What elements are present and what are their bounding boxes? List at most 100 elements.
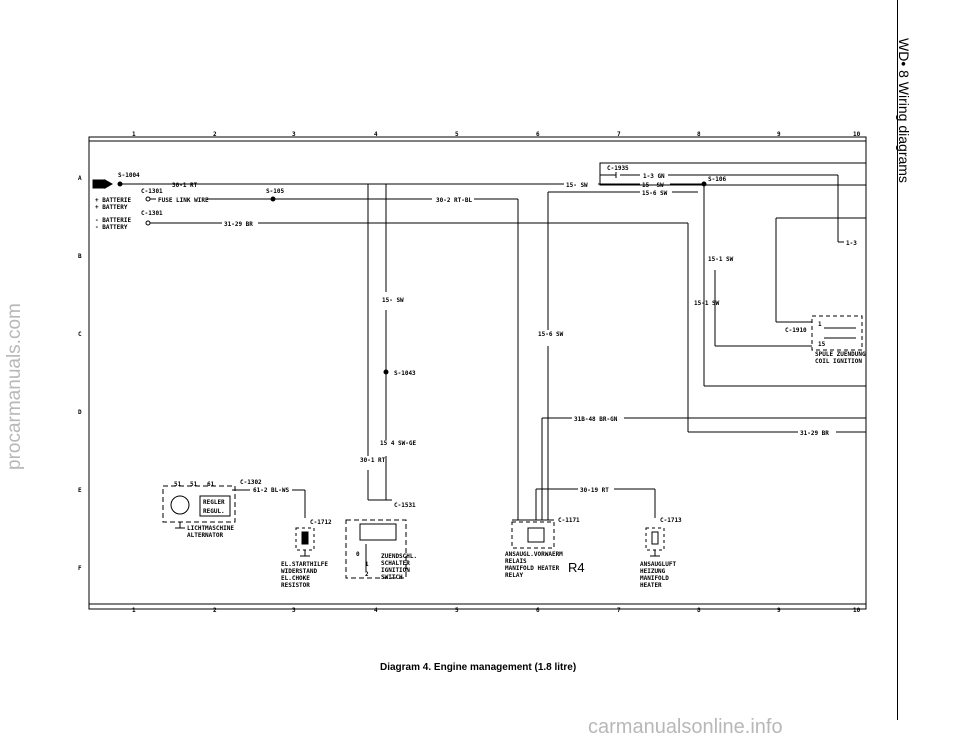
- wire-30-2-rtbl: 30-2 RT-BL: [436, 197, 473, 204]
- battery-plus-en: + BATTERY: [95, 204, 128, 211]
- wire-30-1-rt-vertical: 30-1 RT: [360, 457, 386, 464]
- relay-label-1: ANSAUGL.VORWAERM: [505, 551, 563, 558]
- coil-label-de: SPULE ZUENDUNG: [815, 351, 866, 358]
- choke-label-3: EL.CHOKE: [281, 575, 310, 582]
- wire-15-1-sw-b: 15-1 SW: [694, 300, 720, 307]
- col-label: 9: [777, 607, 781, 614]
- diagram-frame: [88, 136, 867, 610]
- grid-column-labels: 1 2 3 4 5 6 7 8 9 10 1 2 3 4 5 6 7 8 9 1…: [132, 131, 861, 614]
- relay-id-label: R4: [568, 560, 585, 575]
- heater-label-2: HEIZUNG: [640, 568, 666, 575]
- battery-minus-en: - BATTERY: [95, 224, 128, 231]
- col-label: 3: [292, 607, 296, 614]
- wire-15-6-sw: 15-6 SW: [642, 190, 668, 197]
- wire-31b-48-brgn: 31B-48 BR-GN: [574, 416, 618, 423]
- relay-label-2: RELAIS: [505, 558, 527, 565]
- choke-label-4: RESISTOR: [281, 582, 310, 589]
- alternator-icon: [170, 495, 190, 515]
- battery-minus-de: - BATTERIE: [95, 217, 132, 224]
- wire-15-sw: 15- SW: [566, 182, 588, 189]
- wire-15-sw-b: 15- SW: [642, 182, 664, 189]
- wire-31-29-br: 31-29 BR: [224, 221, 253, 228]
- ignition-switch-icon: [345, 519, 407, 579]
- col-label: 9: [777, 131, 781, 138]
- row-label: B: [78, 253, 82, 260]
- s1004-label: S-1004: [118, 172, 140, 179]
- c1301a-label: C-1301: [141, 188, 163, 195]
- c1531-label: C-1531: [394, 502, 416, 509]
- choke-label-2: WIDERSTAND: [281, 568, 318, 575]
- wire-15-1-sw-a: 15-1 SW: [708, 256, 734, 263]
- col-label: 7: [617, 607, 621, 614]
- wire-61-2-blws: 61-2 BL-WS: [253, 487, 290, 494]
- c1910-label: C-1910: [785, 327, 807, 334]
- wire-15-4-swge: 15 4 SW-GE: [380, 440, 417, 447]
- wire-1-3-gn: 1-3 GN: [643, 173, 665, 180]
- alt-terminal-51a: 51: [174, 481, 182, 488]
- col-label: 8: [697, 607, 701, 614]
- col-label: 1: [132, 131, 136, 138]
- regulator-label-en: REGUL.: [203, 508, 225, 515]
- alternator-label-de: LICHTMASCHINE: [187, 525, 234, 532]
- coil-label-en: COIL IGNITION: [815, 358, 862, 365]
- row-label: F: [78, 565, 82, 572]
- col-label: 8: [697, 131, 701, 138]
- grid-row-labels: A B C D E F: [78, 175, 82, 572]
- switch-label-3: IGNITION: [381, 567, 410, 574]
- heater-label-3: MANIFOLD: [640, 575, 669, 582]
- wire-30-1-rt: 30-1 RT: [172, 182, 198, 189]
- col-label: 10: [853, 607, 861, 614]
- alt-terminal-51b: 51: [190, 481, 198, 488]
- c1302-label: C-1302: [240, 479, 262, 486]
- alternator-box: [162, 485, 236, 523]
- col-label: 3: [292, 131, 296, 138]
- row-label: E: [78, 487, 82, 494]
- row-label: D: [78, 409, 82, 416]
- col-label: 4: [374, 607, 378, 614]
- col-label: 1: [132, 607, 136, 614]
- watermark-bottom: carmanualsonline.info: [588, 716, 783, 738]
- c1301b-label: C-1301: [141, 210, 163, 217]
- wire-30-19-rt: 30-19 RT: [580, 487, 609, 494]
- battery-arrow-icon: [92, 179, 114, 189]
- switch-pos-1: 1: [365, 561, 369, 568]
- col-label: 7: [617, 131, 621, 138]
- col-label: 5: [455, 607, 459, 614]
- coil-terminal-1: 1: [818, 321, 822, 328]
- wire-1-3: 1-3: [846, 240, 857, 247]
- switch-pos-0: 0: [356, 551, 360, 558]
- col-label: 6: [536, 607, 540, 614]
- c1712-label: C-1712: [310, 519, 332, 526]
- relay-label-3: MANIFOLD HEATER: [505, 565, 560, 572]
- heater-label-1: ANSAUGLUFT: [640, 561, 677, 568]
- coil-terminal-15: 15: [818, 341, 826, 348]
- battery-plus-de: + BATTERIE: [95, 197, 132, 204]
- alt-terminal-61: 61: [207, 481, 215, 488]
- wire-15-6-sw-vertical: 15-6 SW: [538, 331, 564, 338]
- c1713-label: C-1713: [660, 517, 682, 524]
- s1043-label: S-1043: [394, 370, 416, 377]
- s106-label: S-106: [708, 176, 726, 183]
- fuse-link-label: FUSE LINK WIRE: [158, 197, 209, 204]
- col-label: 2: [213, 607, 217, 614]
- alternator-label-en: ALTERNATOR: [187, 532, 224, 539]
- row-label: A: [78, 175, 82, 182]
- s105-label: S-105: [266, 188, 284, 195]
- choke-label-1: EL.STARTHILFE: [281, 561, 328, 568]
- relay-icon: [511, 521, 555, 549]
- c1935-label: C-1935: [607, 165, 629, 172]
- wire-31-29-br-right: 31-29 BR: [800, 430, 829, 437]
- switch-label-1: ZUENDSCHL.: [381, 553, 417, 560]
- regulator-label-de: REGLER: [203, 499, 225, 506]
- col-label: 6: [536, 131, 540, 138]
- col-label: 10: [853, 131, 861, 138]
- row-label: C: [78, 331, 82, 338]
- coil-icon: [811, 315, 863, 351]
- switch-label-2: SCHALTER: [381, 560, 410, 567]
- col-label: 5: [455, 131, 459, 138]
- heater-label-4: HEATER: [640, 582, 662, 589]
- wire-15-sw-vertical: 15- SW: [382, 297, 404, 304]
- page-edge-line: [897, 0, 898, 720]
- diagram-caption: Diagram 4. Engine management (1.8 litre): [380, 662, 577, 673]
- switch-pos-2: 2: [365, 571, 369, 578]
